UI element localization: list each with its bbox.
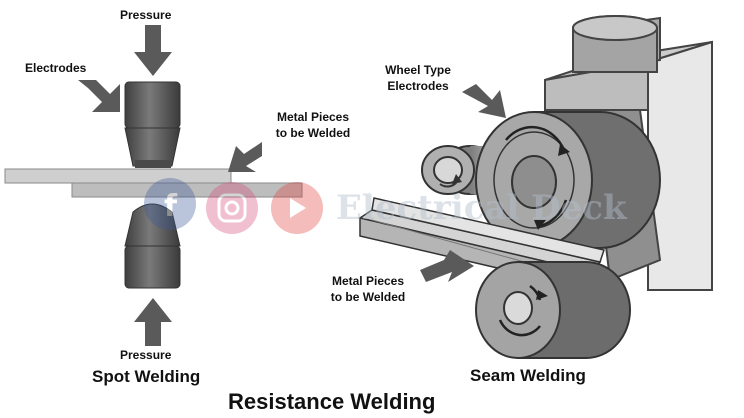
wheel-electrodes-pointer-arrow [462, 84, 506, 118]
watermark: f [144, 178, 323, 234]
spot-welding-caption: Spot Welding [92, 367, 201, 386]
youtube-icon [271, 182, 323, 234]
wheel-electrodes-label: Wheel Type Electrodes [373, 62, 463, 94]
instagram-icon [206, 182, 258, 234]
upper-wheel-electrode [475, 111, 661, 249]
electrodes-pointer-arrow [78, 80, 120, 112]
wheel-electrodes-line1: Wheel Type [385, 63, 451, 77]
pressure-arrow-bottom [134, 298, 172, 346]
seam-metal-pointer-arrow [420, 250, 474, 282]
lower-wheel-electrode [475, 261, 631, 359]
seam-metal-pieces-line1: Metal Pieces [331, 274, 405, 288]
wheel-electrodes-line2: Electrodes [387, 79, 449, 93]
spot-metal-pieces-label: Metal Pieces to be Welded [258, 109, 368, 141]
seam-welding-diagram [358, 15, 713, 359]
bottom-electrode [124, 203, 181, 289]
seam-metal-pieces-label: Metal Pieces to be Welded [318, 273, 418, 305]
spot-metal-pieces-line1: Metal Pieces [276, 110, 350, 124]
facebook-icon [144, 178, 196, 230]
metal-pieces-pointer-arrow [228, 142, 262, 172]
watermark-text: Electrical Deck [336, 188, 627, 228]
pressure-bottom-label: Pressure [120, 348, 172, 362]
spot-metal-pieces-line2: to be Welded [275, 126, 351, 140]
seam-welding-caption: Seam Welding [470, 366, 586, 385]
pressure-arrow-top [134, 25, 172, 76]
spot-metal-plates [4, 168, 303, 198]
diagram-title: Resistance Welding [228, 389, 436, 414]
pressure-top-label: Pressure [120, 8, 172, 22]
electrodes-label: Electrodes [25, 61, 87, 75]
svg-text:f: f [164, 189, 178, 224]
seam-metal-pieces-line2: to be Welded [330, 290, 406, 304]
spot-welding-diagram [4, 25, 303, 346]
top-electrode [124, 81, 181, 168]
